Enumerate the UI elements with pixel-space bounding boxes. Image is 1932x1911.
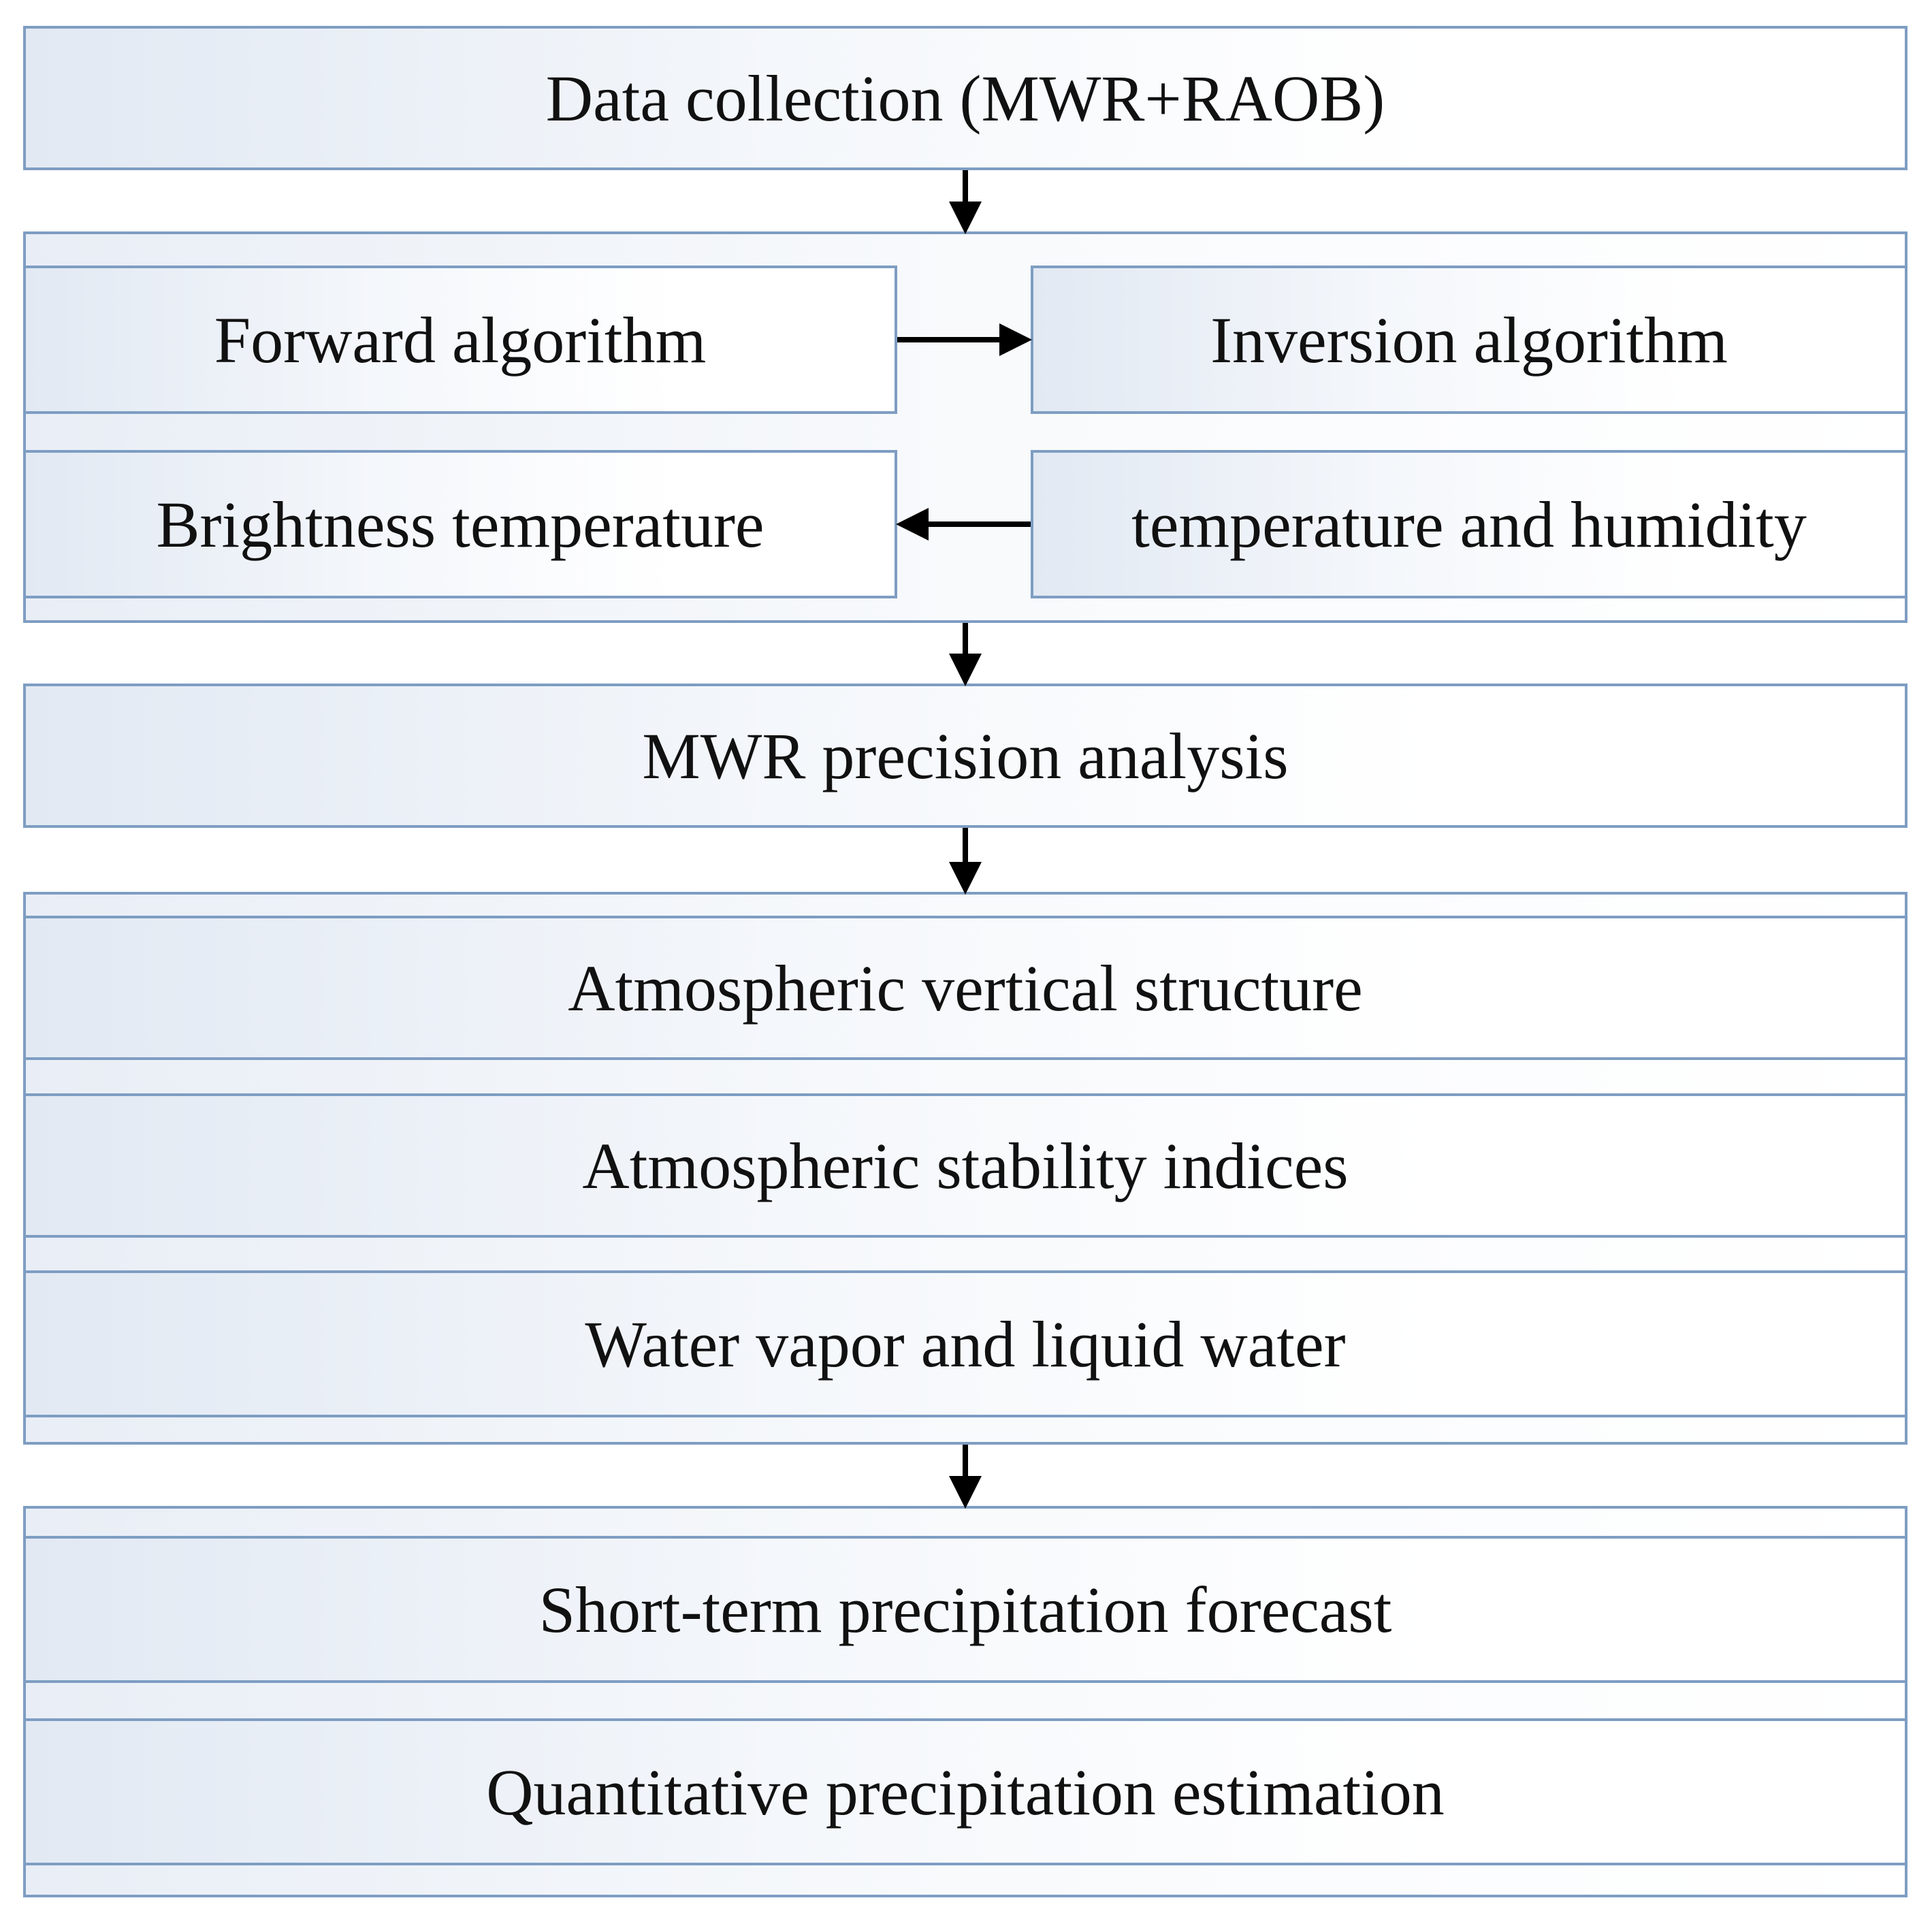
precision-analysis-label: MWR precision analysis — [642, 719, 1289, 792]
forward-algorithm-box: Forward algorithm — [23, 266, 897, 414]
water-vapor-label: Water vapor and liquid water — [585, 1307, 1346, 1381]
forward-algorithm-label: Forward algorithm — [214, 303, 707, 376]
inversion-algorithm-label: Inversion algorithm — [1210, 303, 1728, 376]
inversion-algorithm-box: Inversion algorithm — [1031, 266, 1907, 414]
temperature-humidity-box: temperature and humidity — [1031, 450, 1907, 598]
data-collection-box: Data collection (MWR+RAOB) — [23, 26, 1907, 170]
brightness-temperature-label: Brightness temperature — [156, 487, 764, 561]
short-term-forecast-box: Short-term precipitation forecast — [23, 1536, 1907, 1683]
temperature-humidity-label: temperature and humidity — [1131, 487, 1807, 561]
precipitation-estimation-label: Quantitative precipitation estimation — [486, 1755, 1445, 1829]
brightness-temperature-box: Brightness temperature — [23, 450, 897, 598]
vertical-structure-box: Atmospheric vertical structure — [23, 916, 1907, 1060]
stability-indices-box: Atmospheric stability indices — [23, 1093, 1907, 1238]
precipitation-estimation-box: Quantitative precipitation estimation — [23, 1718, 1907, 1865]
water-vapor-box: Water vapor and liquid water — [23, 1270, 1907, 1417]
short-term-forecast-label: Short-term precipitation forecast — [538, 1573, 1392, 1646]
data-collection-label: Data collection (MWR+RAOB) — [545, 61, 1385, 135]
stability-indices-label: Atmospheric stability indices — [582, 1129, 1349, 1202]
vertical-structure-label: Atmospheric vertical structure — [568, 951, 1363, 1025]
precision-analysis-box: MWR precision analysis — [23, 684, 1907, 828]
